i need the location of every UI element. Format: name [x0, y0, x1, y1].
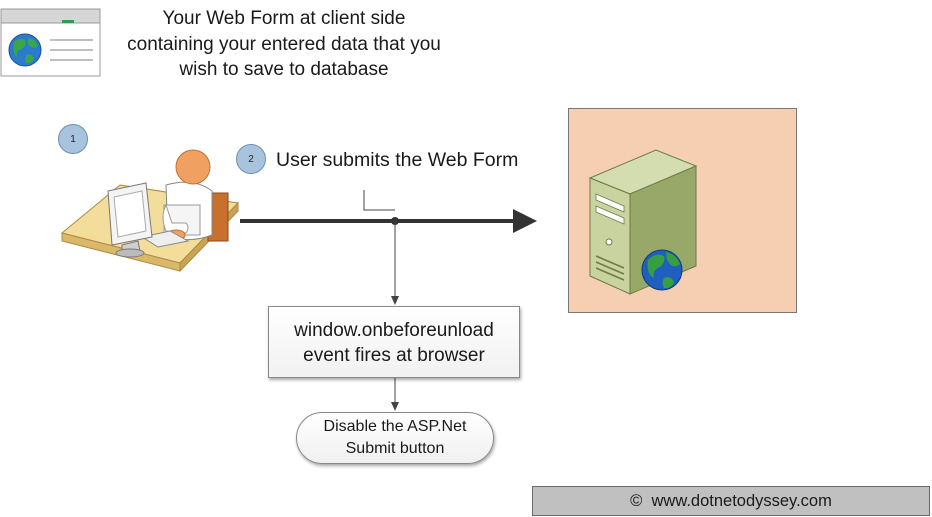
onbeforeunload-event-box: window.onbeforeunload event fires at bro…: [268, 306, 520, 378]
event-box-line-1: window.onbeforeunload: [294, 320, 494, 341]
caption-line-2: containing your entered data that you: [127, 33, 441, 55]
web-form-icon: [0, 8, 101, 77]
step-2-badge: 2: [236, 144, 266, 174]
copyright-footer: © www.dotnetodyssey.com: [532, 486, 930, 516]
footer-link[interactable]: www.dotnetodyssey.com: [651, 492, 832, 510]
server-globe-icon: [641, 249, 683, 291]
disable-submit-box: Disable the ASP.Net Submit button: [296, 412, 494, 464]
event-box-line-2: event fires at browser: [303, 345, 485, 366]
disable-box-line-1: Disable the ASP.Net: [323, 418, 467, 435]
step-1-badge: 1: [58, 124, 88, 154]
server-icon: [588, 149, 698, 295]
disable-box-line-2: Submit button: [345, 440, 445, 457]
web-form-caption: Your Web Form at client side containing …: [100, 6, 468, 83]
copyright-symbol: ©: [630, 492, 643, 510]
monitor-icon: [107, 182, 153, 258]
submit-label-connector: [363, 190, 395, 211]
caption-line-3: wish to save to database: [179, 59, 389, 80]
caption-line-1: Your Web Form at client side: [162, 8, 406, 29]
submit-label: User submits the Web Form: [276, 149, 519, 171]
user-at-desk-icon: [60, 149, 240, 273]
globe-icon: [8, 33, 42, 67]
